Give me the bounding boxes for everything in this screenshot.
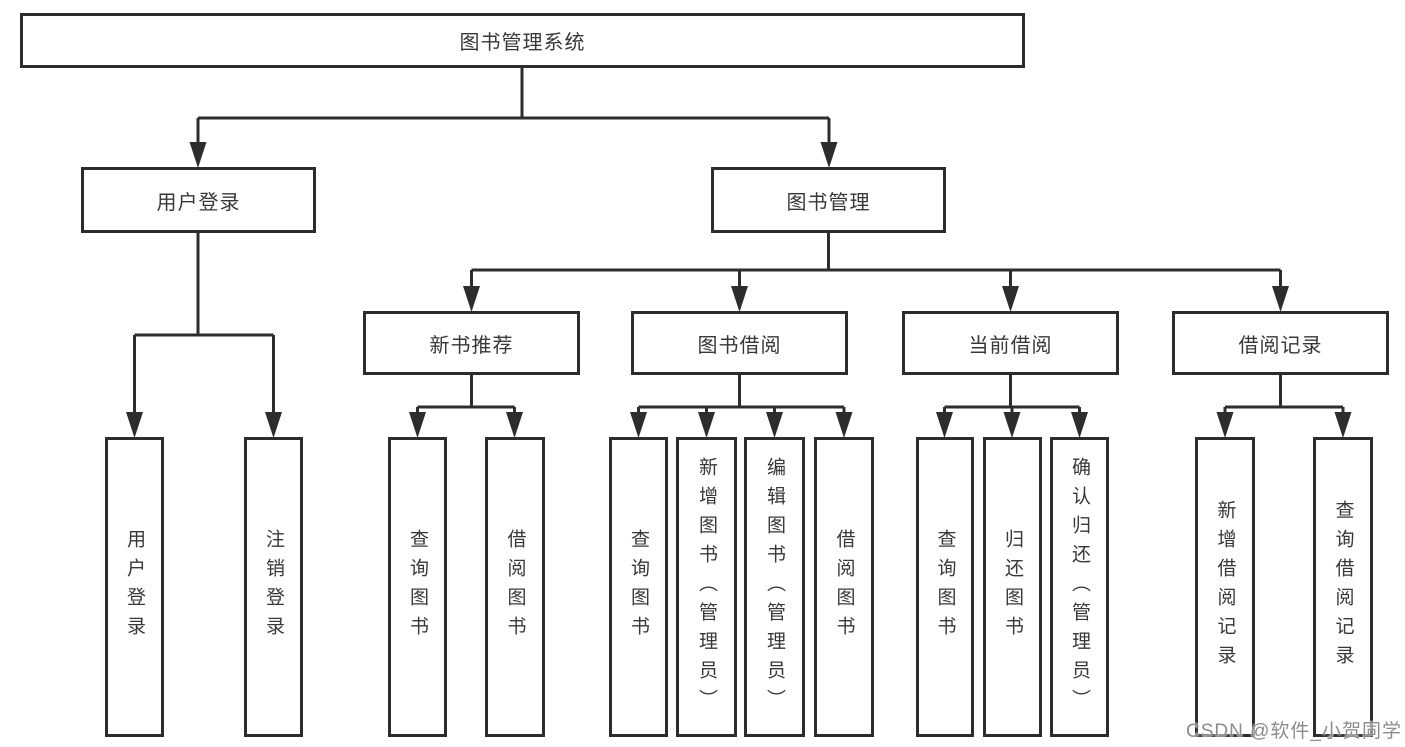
leaf-nb-borrow-books: 借阅图书 xyxy=(485,437,545,737)
leaf-cb-confirm-return-admin-label: 确认归还（管理员） xyxy=(1069,456,1090,718)
node-new-book-recommend: 新书推荐 xyxy=(363,311,580,375)
node-borrow-records: 借阅记录 xyxy=(1172,311,1389,375)
node-current-borrow-label: 当前借阅 xyxy=(968,334,1053,357)
leaf-bb-borrow-books-label: 借阅图书 xyxy=(833,529,855,645)
leaf-cb-query-books-label: 查询图书 xyxy=(934,529,956,645)
leaf-cb-return-books-label: 归还图书 xyxy=(1002,529,1023,645)
csdn-watermark: CSDN @软件_小贺同学 xyxy=(1186,721,1402,742)
leaf-br-add-record-label: 新增借阅记录 xyxy=(1214,500,1236,674)
arrowheads xyxy=(126,142,1352,438)
leaf-br-query-record-label: 查询借阅记录 xyxy=(1332,500,1354,674)
leaf-nb-borrow-books-label: 借阅图书 xyxy=(504,529,526,645)
node-book-mgmt: 图书管理 xyxy=(711,167,946,233)
leaf-br-query-record: 查询借阅记录 xyxy=(1313,437,1373,737)
node-new-book-recommend-label: 新书推荐 xyxy=(429,334,514,357)
node-current-borrow: 当前借阅 xyxy=(902,311,1119,375)
leaf-user-login: 用户登录 xyxy=(105,437,164,737)
leaf-nb-query-books-label: 查询图书 xyxy=(407,529,428,645)
leaf-cb-query-books: 查询图书 xyxy=(916,437,974,737)
leaf-bb-query-books-label: 查询图书 xyxy=(628,529,649,645)
leaf-bb-edit-books-admin-label: 编辑图书（管理员） xyxy=(764,456,785,718)
node-root-label: 图书管理系统 xyxy=(459,32,586,54)
leaf-bb-borrow-books: 借阅图书 xyxy=(814,437,874,737)
leaf-bb-add-books-admin-label: 新增图书（管理员） xyxy=(696,456,717,718)
node-book-borrow: 图书借阅 xyxy=(631,311,848,375)
leaf-cb-confirm-return-admin: 确认归还（管理员） xyxy=(1050,437,1109,737)
leaf-cb-return-books: 归还图书 xyxy=(983,437,1042,737)
leaf-br-add-record: 新增借阅记录 xyxy=(1195,437,1255,737)
leaf-bb-edit-books-admin: 编辑图书（管理员） xyxy=(744,437,805,737)
node-book-borrow-label: 图书借阅 xyxy=(697,334,782,357)
leaf-nb-query-books: 查询图书 xyxy=(388,437,447,737)
node-user-login: 用户登录 xyxy=(81,167,316,233)
leaf-logout-label: 注销登录 xyxy=(263,529,284,645)
node-root: 图书管理系统 xyxy=(20,13,1025,68)
leaf-bb-add-books-admin: 新增图书（管理员） xyxy=(676,437,737,737)
leaf-logout: 注销登录 xyxy=(244,437,303,737)
node-book-mgmt-label: 图书管理 xyxy=(786,191,871,214)
node-borrow-records-label: 借阅记录 xyxy=(1238,334,1323,357)
leaf-bb-query-books: 查询图书 xyxy=(609,437,668,737)
node-user-login-label: 用户登录 xyxy=(156,191,241,214)
leaf-user-login-label: 用户登录 xyxy=(124,529,145,645)
